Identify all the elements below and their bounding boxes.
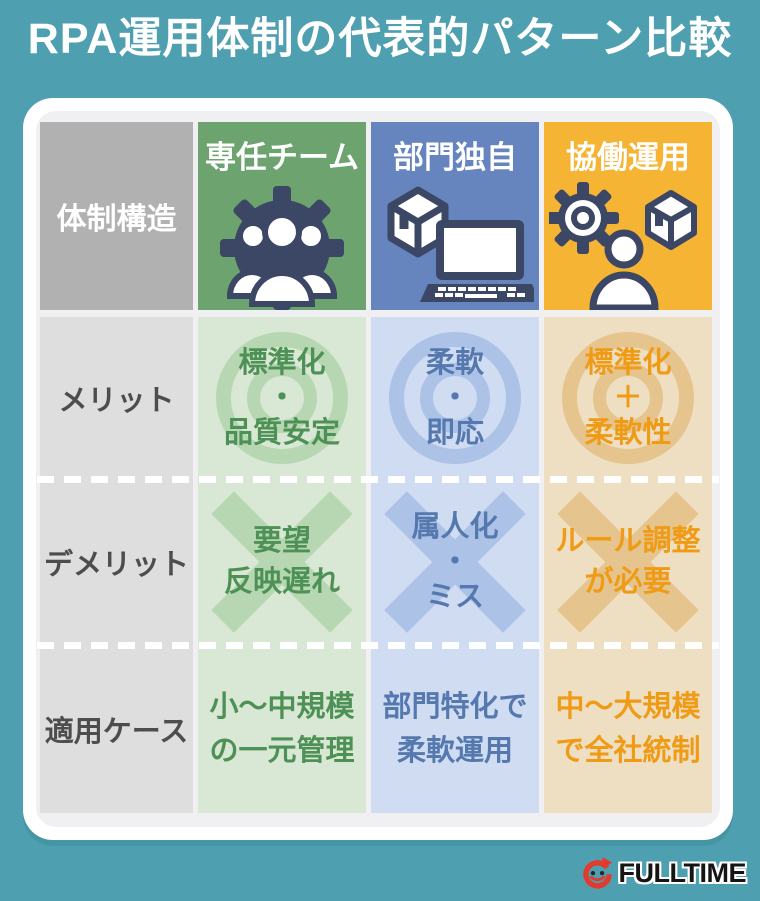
merit-row: メリット 標準化 ・ 品質安定 柔軟 ・ 即応 標準化 ＋ 柔軟性 <box>40 317 712 479</box>
comparison-card: 体制構造 専任チーム <box>23 98 733 840</box>
dashed-separator <box>37 642 719 649</box>
brand-name: FULLTIME <box>618 858 747 888</box>
cell-use-case-dedicated-team: 小〜中規模 の一元管理 <box>198 645 366 813</box>
demerit-label-cell: デメリット <box>40 479 193 645</box>
use-case-label: 適用ケース <box>44 716 189 748</box>
brand-footer: FULLTIME <box>581 857 747 890</box>
demerit-label: デメリット <box>43 549 189 581</box>
merit-label: メリット <box>58 385 175 417</box>
merit-text: 標準化 ＋ 柔軟性 <box>584 346 672 449</box>
merit-text: 標準化 ・ 品質安定 <box>223 346 340 449</box>
cell-merit-department-own: 柔軟 ・ 即応 <box>371 317 539 479</box>
column-header-collaborative: 協働運用 <box>544 122 712 310</box>
demerit-text: 属人化 ・ ミス <box>411 510 499 613</box>
structure-header-cell: 体制構造 <box>40 122 193 310</box>
column-title: 協働運用 <box>566 140 690 175</box>
page-title: RPA運用体制の代表的パターン比較 <box>27 15 733 63</box>
cell-merit-dedicated-team: 標準化 ・ 品質安定 <box>198 317 366 479</box>
structure-label: 体制構造 <box>56 203 177 236</box>
header-row: 体制構造 専任チーム <box>40 122 712 310</box>
use-case-text: 小〜中規模 の一元管理 <box>209 691 355 767</box>
column-header-department-own: 部門独自 <box>371 122 539 310</box>
cell-demerit-collaborative: ルール調整 が必要 <box>544 479 712 645</box>
column-title: 部門独自 <box>393 140 517 175</box>
dashed-separator <box>37 476 719 483</box>
use-case-row: 適用ケース 小〜中規模 の一元管理 部門特化で 柔軟運用 中〜大規模 で全社統制 <box>40 645 712 813</box>
use-case-label-cell: 適用ケース <box>40 645 193 813</box>
cell-use-case-department-own: 部門特化で 柔軟運用 <box>371 645 539 813</box>
use-case-text: 部門特化で 柔軟運用 <box>382 691 528 767</box>
demerit-text: ルール調整 が必要 <box>555 525 701 598</box>
column-title: 専任チーム <box>204 140 360 175</box>
cell-merit-collaborative: 標準化 ＋ 柔軟性 <box>544 317 712 479</box>
fulltime-logo-icon <box>582 857 612 889</box>
cell-use-case-collaborative: 中〜大規模 で全社統制 <box>544 645 712 813</box>
cell-demerit-department-own: 属人化 ・ ミス <box>371 479 539 645</box>
merit-text: 柔軟 ・ 即応 <box>425 346 484 449</box>
gear-team-icon <box>220 186 344 310</box>
column-header-dedicated-team: 専任チーム <box>198 122 366 310</box>
demerit-row: デメリット 要望 反映遅れ 属人化 ・ ミス ルール調整 が必要 <box>40 479 712 645</box>
box-laptop-icon <box>387 186 534 302</box>
gear-person-box-icon <box>549 182 697 310</box>
merit-label-cell: メリット <box>40 317 193 479</box>
cell-demerit-dedicated-team: 要望 反映遅れ <box>198 479 366 645</box>
use-case-text: 中〜大規模 で全社統制 <box>555 691 701 767</box>
demerit-text: 要望 反映遅れ <box>223 525 340 598</box>
